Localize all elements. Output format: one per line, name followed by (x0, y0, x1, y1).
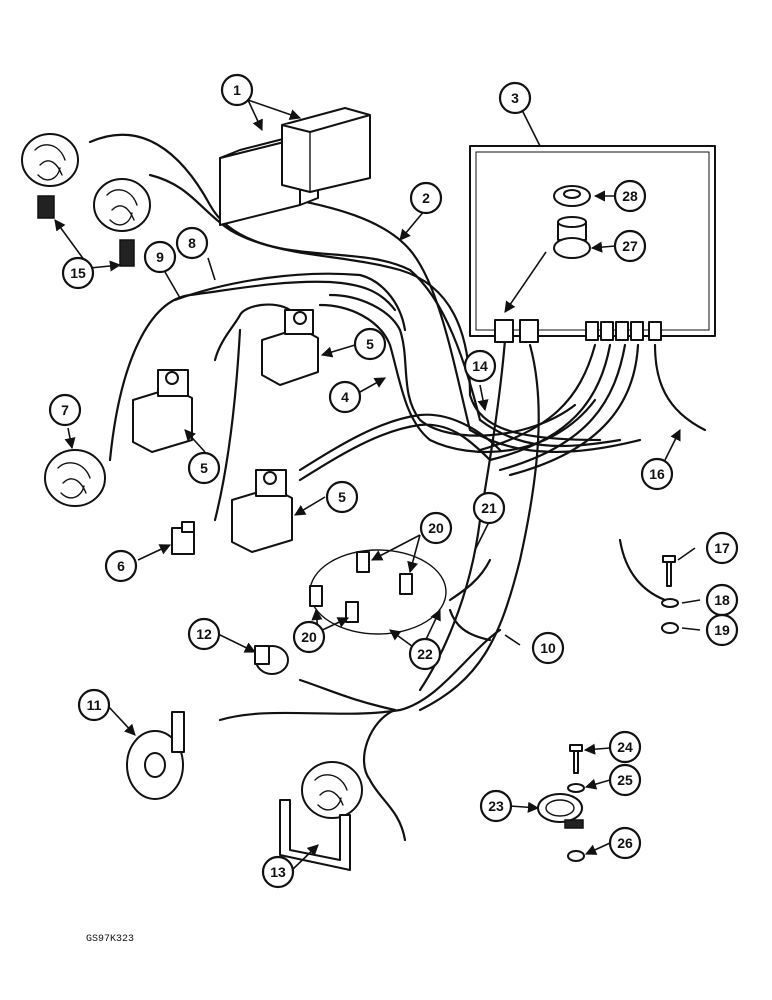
svg-text:7: 7 (61, 402, 69, 418)
washer-18 (661, 598, 679, 608)
callout-7: 7 (48, 393, 82, 427)
svg-text:4: 4 (341, 389, 349, 405)
svg-text:23: 23 (488, 798, 504, 814)
nut-26 (567, 850, 585, 862)
callout-16: 16 (640, 457, 674, 491)
figure-reference-code: GS97K323 (86, 934, 134, 945)
svg-text:26: 26 (617, 835, 633, 851)
svg-text:5: 5 (200, 460, 208, 476)
svg-text:20: 20 (428, 520, 444, 536)
clamp-23 (537, 793, 584, 829)
horn-11 (126, 711, 185, 800)
callout-19: 19 (705, 613, 739, 647)
svg-text:12: 12 (196, 626, 212, 642)
svg-text:10: 10 (540, 640, 556, 656)
callout-4: 4 (328, 380, 362, 414)
worklight-13 (279, 761, 363, 871)
svg-text:28: 28 (622, 188, 638, 204)
callout-24: 24 (608, 730, 642, 764)
callout-23: 23 (479, 789, 513, 823)
svg-text:19: 19 (714, 622, 730, 638)
callout-28: 28 (613, 179, 647, 213)
svg-text:6: 6 (117, 558, 125, 574)
svg-text:8: 8 (188, 235, 196, 251)
junction-box (469, 145, 716, 343)
fitting-27 (553, 216, 591, 259)
svg-text:3: 3 (511, 90, 519, 106)
svg-text:15: 15 (70, 265, 86, 281)
bolt-24 (569, 744, 583, 774)
svg-text:16: 16 (649, 466, 665, 482)
svg-text:14: 14 (472, 358, 488, 374)
callout-9: 9 (143, 240, 177, 274)
box-connectors (494, 319, 662, 343)
connector-6 (171, 521, 195, 555)
solenoid-5-middle (132, 369, 193, 453)
nut-19 (661, 622, 679, 634)
relay-modules (219, 107, 371, 226)
callout-21: 21 (472, 491, 506, 525)
callout-10: 10 (531, 631, 565, 665)
callout-8: 8 (175, 226, 209, 260)
callout-20-upper: 20 (419, 511, 453, 545)
solenoid-5-lower (231, 469, 293, 553)
callout-3: 3 (498, 81, 532, 115)
callout-11: 11 (77, 688, 111, 722)
svg-text:22: 22 (417, 646, 433, 662)
svg-text:24: 24 (617, 739, 633, 755)
svg-text:20: 20 (301, 629, 317, 645)
solenoid-5-upper (261, 309, 319, 386)
callout-5-lower: 5 (325, 480, 359, 514)
svg-text:2: 2 (422, 190, 430, 206)
svg-text:25: 25 (617, 772, 633, 788)
callout-18: 18 (705, 583, 739, 617)
callout-14: 14 (463, 349, 497, 383)
callout-12: 12 (187, 617, 221, 651)
callout-26: 26 (608, 826, 642, 860)
svg-text:18: 18 (714, 592, 730, 608)
callout-25: 25 (608, 763, 642, 797)
callout-2: 2 (409, 181, 443, 215)
callout-5-upper: 5 (353, 327, 387, 361)
nut-28 (553, 185, 591, 207)
ground-lead (618, 538, 667, 602)
callout-5-middle: 5 (187, 451, 221, 485)
callout-13: 13 (261, 855, 295, 889)
svg-text:1: 1 (233, 82, 241, 98)
svg-text:21: 21 (481, 500, 497, 516)
switch-12 (254, 645, 289, 675)
worklight-15a (21, 133, 79, 219)
svg-text:13: 13 (270, 864, 286, 880)
svg-text:17: 17 (714, 540, 730, 556)
callout-1: 1 (220, 73, 254, 107)
callout-17: 17 (705, 531, 739, 565)
callout-6: 6 (104, 549, 138, 583)
bolt-17 (662, 555, 676, 587)
svg-text:9: 9 (156, 249, 164, 265)
svg-text:5: 5 (366, 336, 374, 352)
callout-22: 22 (408, 637, 442, 671)
svg-text:11: 11 (87, 697, 102, 713)
callout-27: 27 (613, 229, 647, 263)
callout-15: 15 (61, 256, 95, 290)
harness-wires (88, 133, 707, 842)
washer-25 (567, 783, 585, 793)
callout-20-lower: 20 (292, 620, 326, 654)
worklight-15b (93, 178, 151, 267)
svg-text:5: 5 (338, 489, 346, 505)
relay-cluster-20-22 (309, 549, 447, 635)
svg-text:27: 27 (622, 238, 638, 254)
worklight-7 (44, 449, 106, 507)
